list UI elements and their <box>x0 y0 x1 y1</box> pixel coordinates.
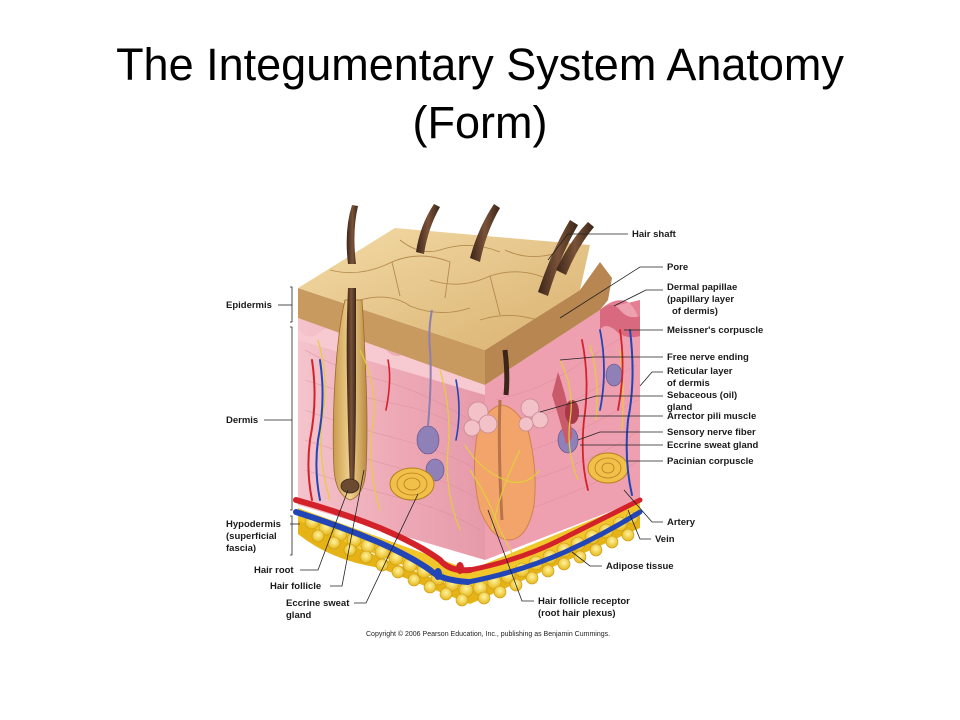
label-artery: Artery <box>667 517 696 528</box>
leader-pore <box>559 266 663 319</box>
leader-free-nerve <box>559 356 663 361</box>
label-reticular-2: of dermis <box>667 378 710 389</box>
label-meissner: Meissner's corpuscle <box>667 325 763 336</box>
label-arrector: Arrector pili muscle <box>667 411 756 422</box>
epidermis-top-face <box>298 228 590 350</box>
leader-sebaceous <box>539 395 663 413</box>
skin-surface-grooves <box>329 239 576 321</box>
label-dermis: Dermis <box>226 415 258 426</box>
arrector-pili-belly <box>565 400 579 424</box>
leader-sensory <box>577 431 663 441</box>
sweat-duct <box>427 309 433 427</box>
left-hair-follicle <box>332 288 368 501</box>
label-hypodermis-3: fascia) <box>226 543 256 554</box>
label-epidermis: Epidermis <box>226 300 272 311</box>
leader-vein <box>627 509 651 540</box>
label-eccrine-right: Eccrine sweat gland <box>667 440 759 451</box>
slide-title: The Integumentary System Anatomy (Form) <box>0 36 960 152</box>
label-hair-shaft: Hair shaft <box>632 229 677 240</box>
sebaceous-gland <box>463 398 549 437</box>
label-hair-root: Hair root <box>254 565 294 576</box>
hair-shafts <box>346 204 594 296</box>
leader-artery <box>623 489 663 523</box>
label-free-nerve: Free nerve ending <box>667 352 749 363</box>
leader-hair-root <box>300 489 349 571</box>
label-vein: Vein <box>655 534 675 545</box>
leader-hair-shaft <box>547 233 628 261</box>
label-adipose: Adipose tissue <box>606 561 674 572</box>
label-receptor-1: Hair follicle receptor <box>538 596 630 607</box>
label-hypodermis-2: (superficial <box>226 531 277 542</box>
leader-dermal-papillae <box>613 289 663 307</box>
arrector-pili-muscle <box>552 372 573 444</box>
skin-block <box>293 204 643 607</box>
label-pore: Pore <box>667 262 688 273</box>
central-hair-follicle <box>473 349 536 541</box>
label-receptor-2: (root hair plexus) <box>538 608 616 619</box>
label-eccrine-2: gland <box>286 610 312 621</box>
pacinian-corpuscles <box>389 452 629 501</box>
label-sebaceous-2: gland <box>667 402 693 413</box>
leader-hair-follicle <box>330 469 365 587</box>
title-line-2: (Form) <box>412 97 548 148</box>
blood-vessels <box>293 329 643 585</box>
epidermis-right-side <box>485 262 612 385</box>
label-hypodermis-1: Hypodermis <box>226 519 281 530</box>
title-line-1: The Integumentary System Anatomy <box>116 39 844 90</box>
leader-eccrine <box>354 493 419 604</box>
label-dermal-papillae-1: Dermal papillae <box>667 282 737 293</box>
label-pacinian: Pacinian corpuscle <box>667 456 754 467</box>
label-sebaceous-1: Sebaceous (oil) <box>667 390 737 401</box>
leader-receptor <box>487 509 534 602</box>
leader-reticular <box>639 371 663 387</box>
label-reticular-1: Reticular layer <box>667 366 733 377</box>
leader-adipose <box>571 551 602 567</box>
label-eccrine-1: Eccrine sweat <box>286 598 350 609</box>
label-sensory: Sensory nerve fiber <box>667 427 756 438</box>
label-dermal-papillae-2: (papillary layer <box>667 294 734 305</box>
copyright-notice: Copyright © 2006 Pearson Education, Inc.… <box>366 630 610 638</box>
left-layer-bracket <box>264 286 300 556</box>
label-dermal-papillae-3: of dermis) <box>672 306 718 317</box>
label-hair-follicle: Hair follicle <box>270 581 321 592</box>
